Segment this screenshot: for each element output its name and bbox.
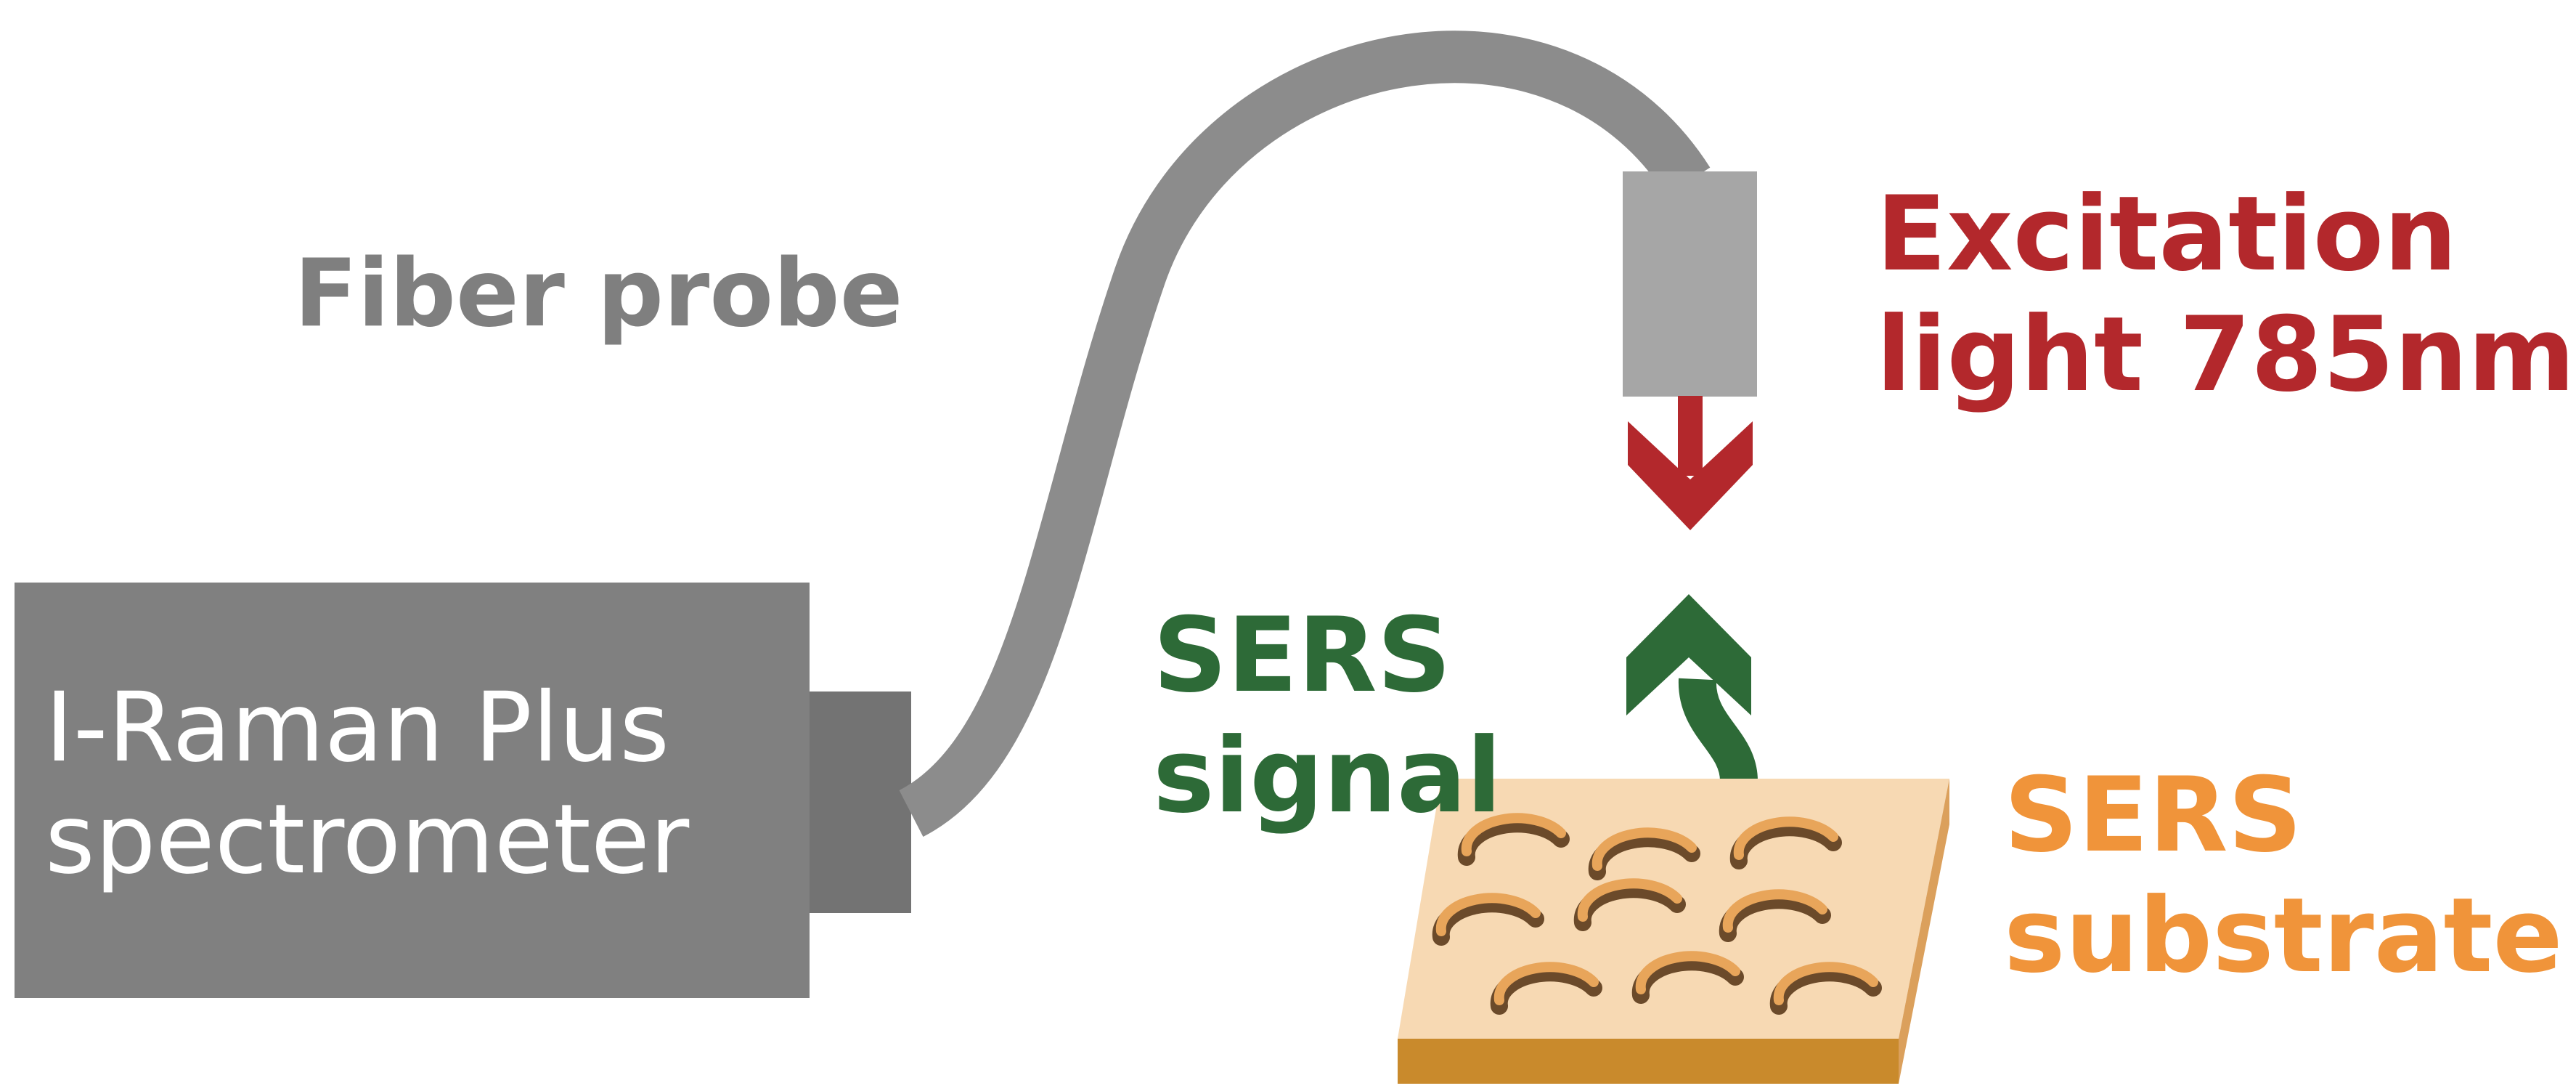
sers-substrate-label-line1: SERS <box>2004 755 2302 875</box>
spectrometer-label: I-Raman Plus spectrometer <box>45 672 689 896</box>
spectrometer-box <box>15 583 810 998</box>
fiber-probe-label: Fiber probe <box>294 240 903 348</box>
fiber-cable <box>898 31 1711 837</box>
sers-signal-label-line2: signal <box>1153 716 1502 837</box>
sers-signal-label: SERS signal <box>1153 596 1501 837</box>
fiber-probe-head <box>1623 171 1757 397</box>
spectrometer-port <box>810 691 911 913</box>
sers-substrate-label-line2: substrate <box>2004 876 2563 997</box>
sers-substrate <box>1398 779 1949 1084</box>
excitation-arrow <box>1628 396 1753 530</box>
sers-substrate-label: SERS substrate <box>2004 755 2563 997</box>
spectrometer-label-line2: spectrometer <box>45 784 690 896</box>
excitation-label-line1: Excitation <box>1876 174 2458 294</box>
spectrometer-label-line1: I-Raman Plus <box>45 672 670 784</box>
excitation-label-line2: light 785nm <box>1876 295 2575 415</box>
excitation-light-label: Excitation light 785nm <box>1876 174 2575 415</box>
sers-signal-label-line1: SERS <box>1153 596 1451 715</box>
